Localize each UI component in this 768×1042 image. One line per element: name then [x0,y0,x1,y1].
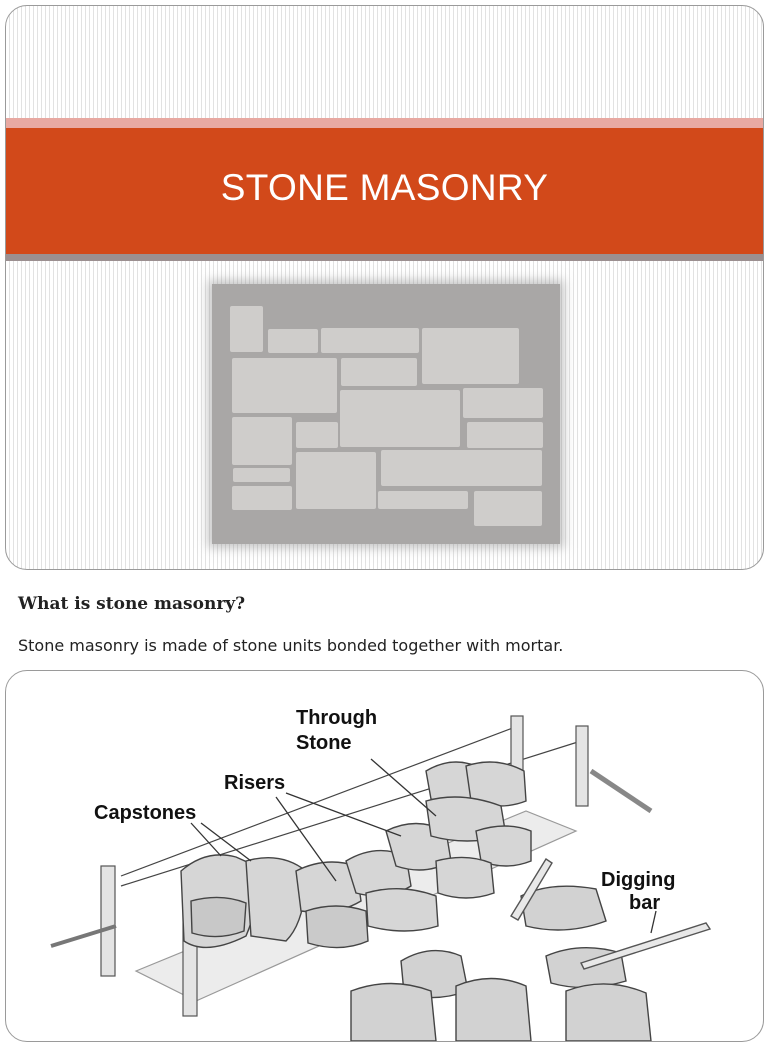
label-through-stone-2: Stone [296,732,352,754]
label-risers: Risers [224,772,285,794]
label-capstones: Capstones [94,802,196,824]
stone-wall-graphic [212,284,560,544]
dry-stone-wall-illustration: Through Stone Risers Capstones Digging b… [6,671,763,1041]
definition-paragraph: Stone masonry is made of stone units bon… [18,636,563,655]
slide-title: STONE MASONRY [221,167,548,209]
banner-top-stripe [6,118,763,128]
stone-wall-diagram: Through Stone Risers Capstones Digging b… [5,670,764,1042]
title-banner: STONE MASONRY [6,128,763,254]
banner-bottom-stripe [6,254,763,261]
label-digging-bar-1: Digging [601,869,675,891]
label-through-stone-1: Through [296,707,377,729]
title-slide: STONE MASONRY [5,5,764,570]
label-digging-bar-2: bar [629,892,660,914]
section-heading: What is stone masonry? [18,594,245,614]
stone-wall-image [212,284,560,544]
